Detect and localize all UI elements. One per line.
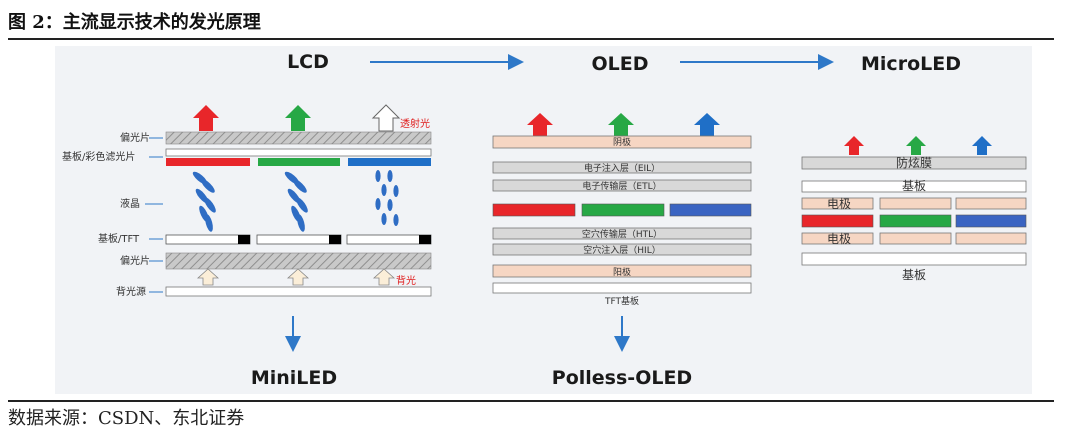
polarizer-top-layer	[165, 131, 432, 145]
backlight-source-layer	[165, 286, 432, 297]
electrode-bottom-2	[879, 232, 952, 245]
label-anti-glare: 防炫膜	[896, 155, 932, 170]
tft-cell-2	[256, 234, 342, 245]
source-note: 数据来源：CSDN、东北证券	[8, 408, 245, 429]
microled-stack: 防炫膜 基板 电极 电极 基板	[801, 136, 1027, 282]
anti-glare-layer	[801, 156, 1027, 170]
emitter-blue	[669, 203, 752, 217]
liquid-crystal-molecules	[192, 170, 399, 232]
tft-cell-3	[346, 234, 432, 245]
color-filter-blue	[348, 158, 431, 166]
label-backlight-source: 背光源	[116, 285, 146, 298]
label-transmitted-light: 透射光	[400, 117, 430, 130]
cathode-layer	[492, 135, 752, 149]
microled-blue	[955, 214, 1027, 228]
oled-stack: 阴极 电子注入层（EIL） 电子传输层（ETL） 空穴传输层（HTL） 空穴注入…	[492, 113, 752, 307]
tech-label-polless-oled: Polless-OLED	[552, 367, 692, 389]
label-etl: 电子传输层（ETL）	[582, 180, 661, 192]
backlight-arrow-icon	[286, 268, 310, 286]
label-eil: 电子注入层（EIL）	[584, 162, 660, 174]
backlight-arrow-icon	[372, 268, 396, 286]
tech-label-microled: MicroLED	[861, 53, 961, 75]
htl-layer	[492, 227, 752, 240]
substrate-bottom-layer	[801, 252, 1027, 266]
microled-red	[801, 214, 874, 228]
label-backlight: 背光	[396, 274, 416, 287]
color-filter-red	[166, 158, 250, 166]
red-light-arrow-icon	[527, 113, 553, 136]
anode-layer	[492, 264, 752, 278]
label-anode: 阳极	[613, 266, 631, 278]
emitter-red	[492, 203, 576, 217]
label-htl: 空穴传输层（HTL）	[582, 228, 662, 240]
etl-layer	[492, 179, 752, 192]
label-substrate-cf: 基板/彩色滤光片	[62, 150, 135, 163]
substrate-cf-layer	[165, 148, 432, 157]
tech-label-oled: OLED	[591, 53, 648, 75]
backlight-arrow-icon	[196, 268, 220, 286]
lcd-stack: 透射光 偏光片 基板/彩色滤光片	[62, 104, 432, 298]
electrode-bottom-1	[801, 232, 874, 245]
label-substrate-top: 基板	[902, 179, 926, 193]
hil-layer	[492, 243, 752, 256]
label-liquid-crystal: 液晶	[120, 197, 140, 210]
red-light-arrow-icon	[844, 136, 864, 155]
tech-label-lcd: LCD	[287, 51, 329, 73]
emitter-green	[581, 203, 665, 217]
polarizer-bottom-layer	[165, 252, 432, 270]
label-polarizer-bottom: 偏光片	[120, 254, 150, 267]
green-light-arrow-icon	[608, 113, 634, 136]
top-rule	[8, 38, 1054, 40]
green-light-arrow-icon	[906, 136, 926, 155]
red-light-arrow-icon	[193, 105, 219, 131]
tech-label-miniled: MiniLED	[251, 367, 337, 389]
tft-cell-1	[165, 234, 251, 245]
electrode-bottom-3	[955, 232, 1027, 245]
blue-light-arrow-icon	[694, 113, 720, 136]
microled-green	[879, 214, 952, 228]
color-filter-green	[258, 158, 340, 166]
blue-light-arrow-icon	[972, 136, 992, 155]
label-electrode-top: 电极	[827, 197, 851, 211]
bottom-rule	[8, 400, 1054, 402]
tft-transistor	[329, 235, 341, 244]
label-polarizer-top: 偏光片	[120, 131, 150, 144]
figure-title: 图 2：主流显示技术的发光原理	[8, 12, 261, 33]
tft-transistor	[419, 235, 431, 244]
tft-transistor	[238, 235, 250, 244]
eil-layer	[492, 161, 752, 174]
electrode-top-3	[955, 197, 1027, 210]
label-hil: 空穴注入层（HIL）	[583, 244, 660, 256]
substrate-top-layer	[801, 180, 1027, 193]
label-substrate-tft: 基板/TFT	[98, 232, 140, 245]
transmitted-light-arrow-icon	[371, 104, 401, 132]
label-tft-substrate: TFT基板	[604, 295, 639, 307]
electrode-top-1	[801, 197, 874, 210]
tft-substrate-layer	[492, 282, 752, 294]
label-substrate-bottom: 基板	[902, 268, 926, 282]
label-electrode-bottom: 电极	[827, 232, 851, 246]
electrode-top-2	[879, 197, 952, 210]
green-light-arrow-icon	[285, 105, 311, 131]
label-cathode: 阴极	[613, 136, 631, 148]
